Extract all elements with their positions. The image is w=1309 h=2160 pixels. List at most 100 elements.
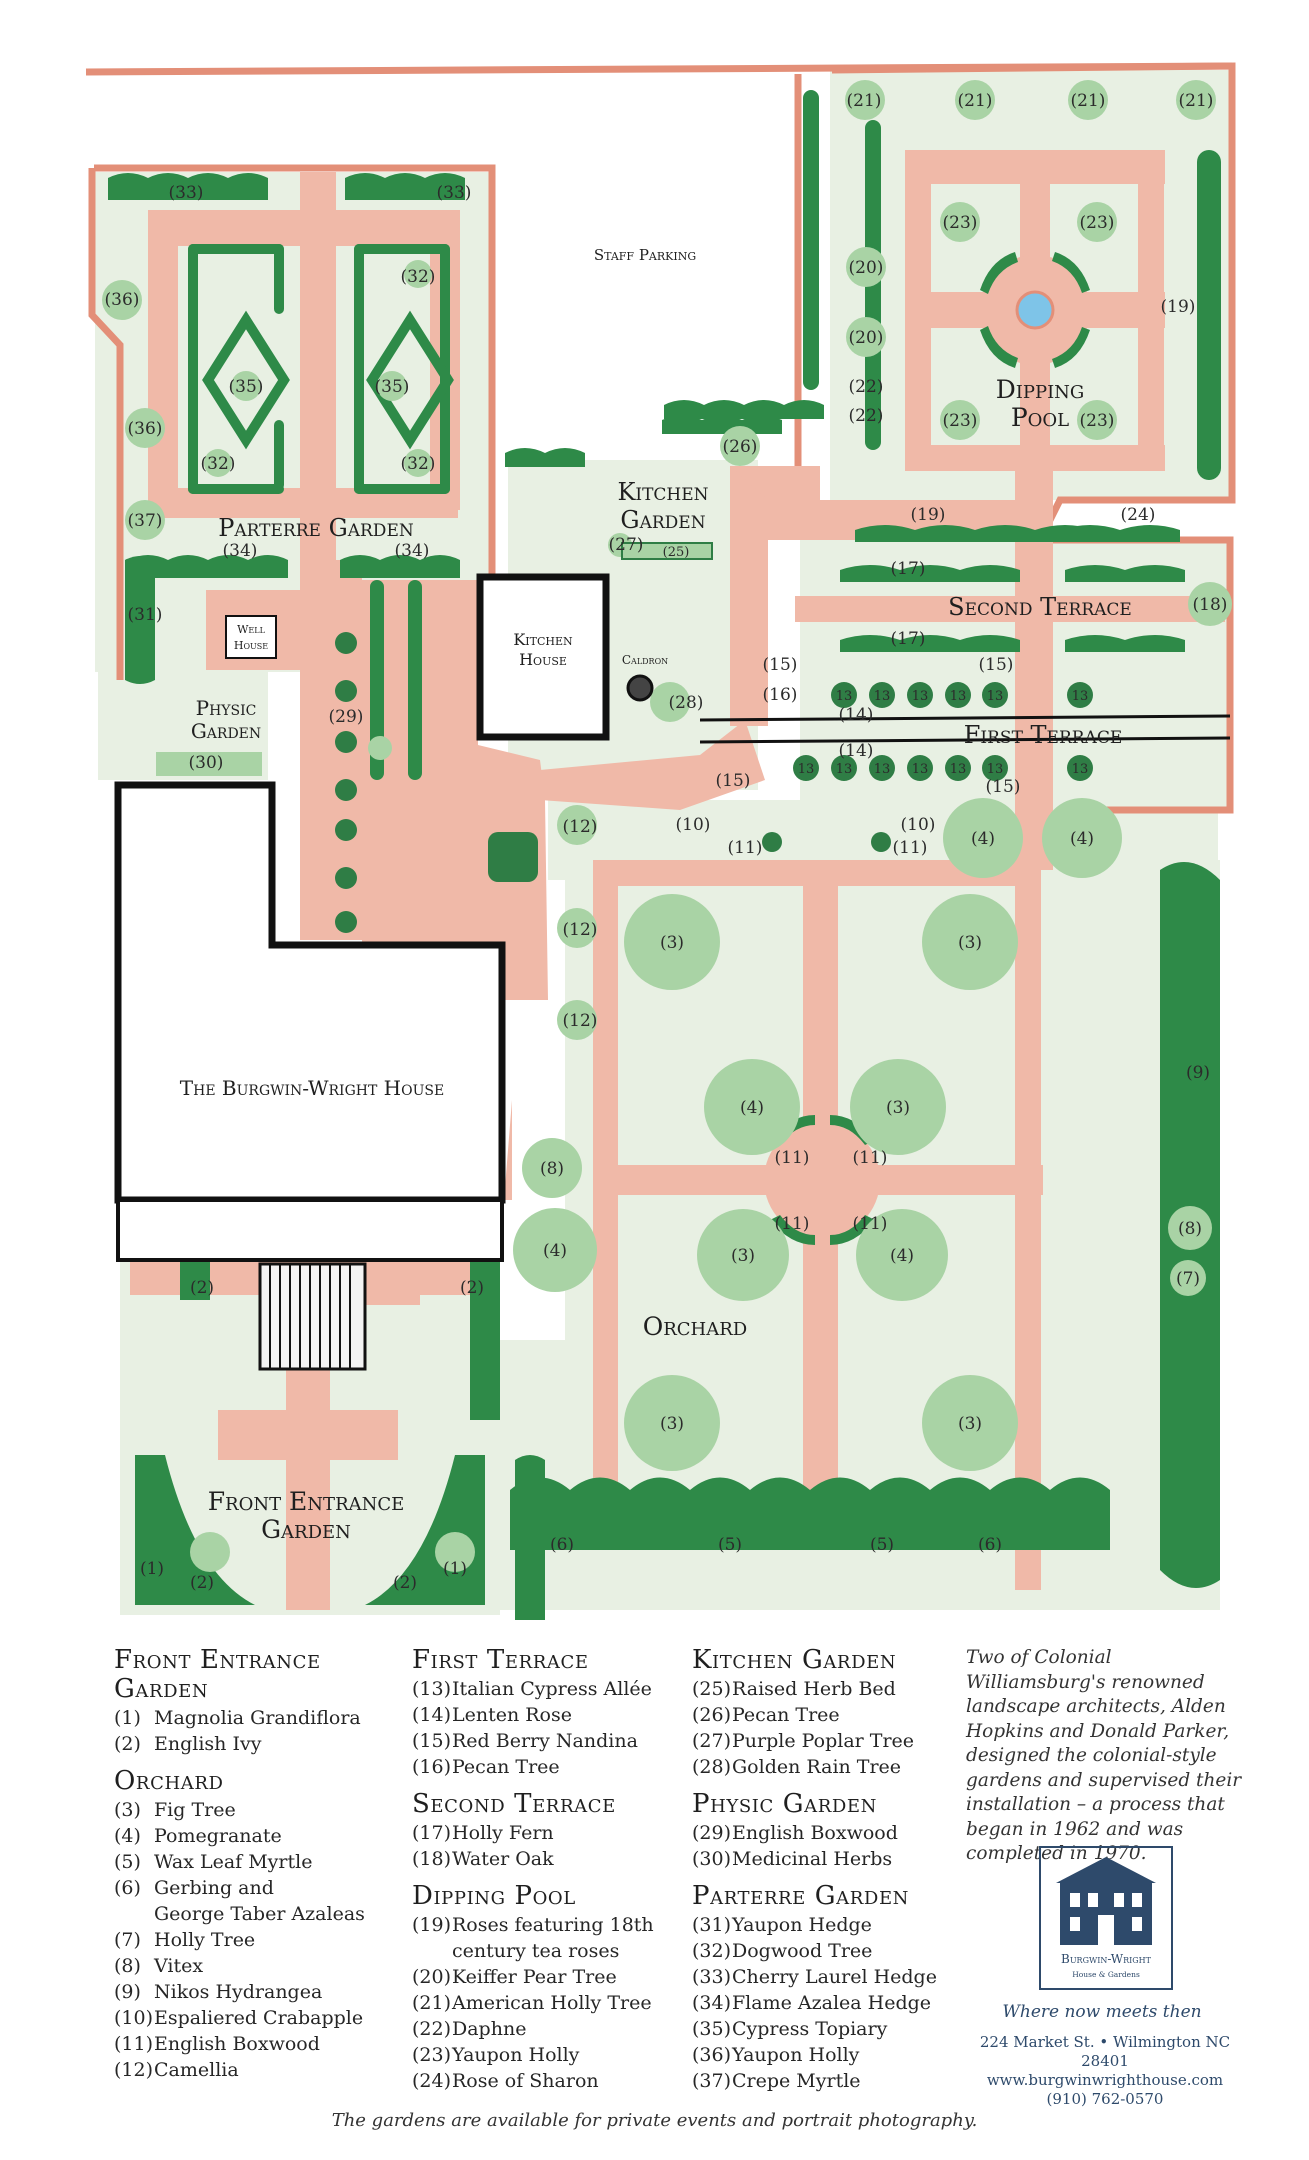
svg-text:13: 13 bbox=[874, 762, 891, 777]
legend-item: (10)Espaliered Crabapple bbox=[114, 2005, 365, 2031]
well-house-label-2: House bbox=[234, 639, 268, 652]
svg-text:(22): (22) bbox=[849, 406, 884, 426]
legend-item-number: (12) bbox=[114, 2059, 154, 2081]
legend-item: (6) Gerbing and bbox=[114, 1875, 365, 1901]
legend-item-text: Purple Poplar Tree bbox=[732, 1730, 915, 1752]
legend-item-text: Espaliered Crabapple bbox=[154, 2007, 364, 2029]
legend-item-number: (30) bbox=[692, 1848, 732, 1870]
svg-text:(15): (15) bbox=[763, 655, 798, 675]
legend-item-number: (37) bbox=[692, 2070, 732, 2092]
legend-item: (19)Roses featuring 18th bbox=[412, 1912, 654, 1938]
legend-item-text: Flame Azalea Hedge bbox=[732, 1992, 932, 2014]
svg-text:(21): (21) bbox=[1179, 91, 1214, 111]
legend-item-text: Pecan Tree bbox=[732, 1704, 840, 1726]
svg-text:(10): (10) bbox=[901, 815, 936, 835]
legend-item-text: Gerbing and bbox=[154, 1877, 274, 1899]
legend-item-text: Yaupon Hedge bbox=[732, 1914, 872, 1936]
legend-item: (11)English Boxwood bbox=[114, 2031, 365, 2057]
legend-list-first-terrace: (13)Italian Cypress Allée(14)Lenten Rose… bbox=[412, 1676, 654, 1780]
legend-item-number: (24) bbox=[412, 2070, 452, 2092]
legend-item-number: (17) bbox=[412, 1822, 452, 1844]
legend-title-front-entrance-2: Garden bbox=[114, 1674, 209, 1704]
svg-text:(22): (22) bbox=[849, 377, 884, 397]
svg-text:(1): (1) bbox=[140, 1559, 164, 1579]
legend-item: (31)Yaupon Hedge bbox=[692, 1912, 937, 1938]
svg-text:(18): (18) bbox=[1193, 595, 1228, 615]
first-terrace-label: First Terrace bbox=[964, 721, 1123, 749]
legend-item-text: century tea roses bbox=[452, 1940, 620, 1962]
legend-item: (30)Medicinal Herbs bbox=[692, 1846, 937, 1872]
trees-dark bbox=[335, 632, 1093, 933]
legend-item-text: Roses featuring 18th bbox=[452, 1914, 654, 1936]
legend-item-number: (1) bbox=[114, 1707, 141, 1729]
svg-text:(4): (4) bbox=[740, 1098, 764, 1118]
legend-column-2: First Terrace (13)Italian Cypress Allée(… bbox=[412, 1646, 654, 2104]
burgwin-wright-logo: Burgwin-Wright House & Gardens bbox=[1036, 1843, 1176, 1993]
address-website[interactable]: www.burgwinwrighthouse.com bbox=[986, 2071, 1224, 2089]
legend-item: (13)Italian Cypress Allée bbox=[412, 1676, 654, 1702]
svg-text:(27): (27) bbox=[609, 535, 644, 555]
svg-text:(2): (2) bbox=[190, 1278, 214, 1298]
legend-item-number: (22) bbox=[412, 2018, 452, 2040]
plant-numbers: (33)(33) (36)(32) (35)(35) (36)(32)(32) … bbox=[105, 91, 1228, 1593]
legend-title-second-terrace: Second Terrace bbox=[412, 1789, 616, 1819]
svg-text:(19): (19) bbox=[911, 505, 946, 525]
legend-item: (17)Holly Fern bbox=[412, 1820, 654, 1846]
legend-item: (32)Dogwood Tree bbox=[692, 1938, 937, 1964]
legend-item-number: (23) bbox=[412, 2044, 452, 2066]
svg-text:(35): (35) bbox=[229, 377, 264, 397]
legend-item: (20)Keiffer Pear Tree bbox=[412, 1964, 654, 1990]
svg-text:(15): (15) bbox=[986, 777, 1021, 797]
svg-text:(15): (15) bbox=[979, 655, 1014, 675]
svg-text:(23): (23) bbox=[943, 213, 978, 233]
legend-title-orchard: Orchard bbox=[114, 1766, 224, 1796]
svg-text:(8): (8) bbox=[540, 1159, 564, 1179]
kitchen-house-label-1: Kitchen bbox=[513, 630, 573, 649]
svg-text:(37): (37) bbox=[128, 511, 163, 531]
legend-item-text: Cherry Laurel Hedge bbox=[732, 1966, 937, 1988]
legend-item-text: Crepe Myrtle bbox=[732, 2070, 861, 2092]
legend-item: (4)Pomegranate bbox=[114, 1823, 365, 1849]
legend-item: George Taber Azaleas bbox=[114, 1901, 365, 1927]
svg-text:13: 13 bbox=[1072, 689, 1089, 704]
svg-text:(6): (6) bbox=[978, 1535, 1002, 1555]
front-entrance-label-2: Garden bbox=[261, 1515, 351, 1544]
legend-list-second-terrace: (17)Holly Fern(18)Water Oak bbox=[412, 1820, 654, 1872]
legend-item-number: (8) bbox=[114, 1955, 141, 1977]
legend-item-number: (29) bbox=[692, 1822, 732, 1844]
svg-text:(29): (29) bbox=[329, 707, 364, 727]
legend-item-text: Lenten Rose bbox=[452, 1704, 572, 1726]
svg-text:(28): (28) bbox=[669, 693, 704, 713]
front-entrance-label-1: Front Entrance bbox=[208, 1487, 405, 1516]
legend: Front Entrance Garden (1)Magnolia Grandi… bbox=[0, 1640, 1309, 2160]
legend-item-number: (6) bbox=[114, 1877, 141, 1899]
svg-text:(33): (33) bbox=[169, 183, 204, 203]
legend-item-text: Rose of Sharon bbox=[452, 2070, 599, 2092]
well-house-label-1: Well bbox=[237, 623, 265, 636]
legend-item: (22)Daphne bbox=[412, 2016, 654, 2042]
svg-text:(34): (34) bbox=[395, 541, 430, 561]
legend-item-number: (36) bbox=[692, 2044, 732, 2066]
history-note: Two of Colonial Williamsburg's renowned … bbox=[966, 1647, 1242, 1864]
legend-item-text: Dogwood Tree bbox=[732, 1940, 873, 1962]
legend-item: (33)Cherry Laurel Hedge bbox=[692, 1964, 937, 1990]
legend-item-text: English Boxwood bbox=[732, 1822, 898, 1844]
svg-text:13: 13 bbox=[912, 689, 929, 704]
svg-text:(14): (14) bbox=[839, 705, 874, 725]
svg-text:(2): (2) bbox=[393, 1573, 417, 1593]
svg-text:(1): (1) bbox=[443, 1559, 467, 1579]
kitchen-garden-label-1: Kitchen bbox=[617, 478, 708, 506]
svg-text:(6): (6) bbox=[550, 1535, 574, 1555]
svg-text:(23): (23) bbox=[1080, 411, 1115, 431]
legend-item-text: Yaupon Holly bbox=[452, 2044, 580, 2066]
legend-item-number: (35) bbox=[692, 2018, 732, 2040]
svg-text:13: 13 bbox=[836, 689, 853, 704]
legend-item-text: Magnolia Grandiflora bbox=[154, 1707, 361, 1729]
legend-item-number: (18) bbox=[412, 1848, 452, 1870]
legend-item-number: (2) bbox=[114, 1733, 141, 1755]
legend-item: century tea roses bbox=[412, 1938, 654, 1964]
legend-item-text: Pomegranate bbox=[154, 1825, 282, 1847]
logo-line-2: House & Gardens bbox=[1072, 1970, 1140, 1979]
